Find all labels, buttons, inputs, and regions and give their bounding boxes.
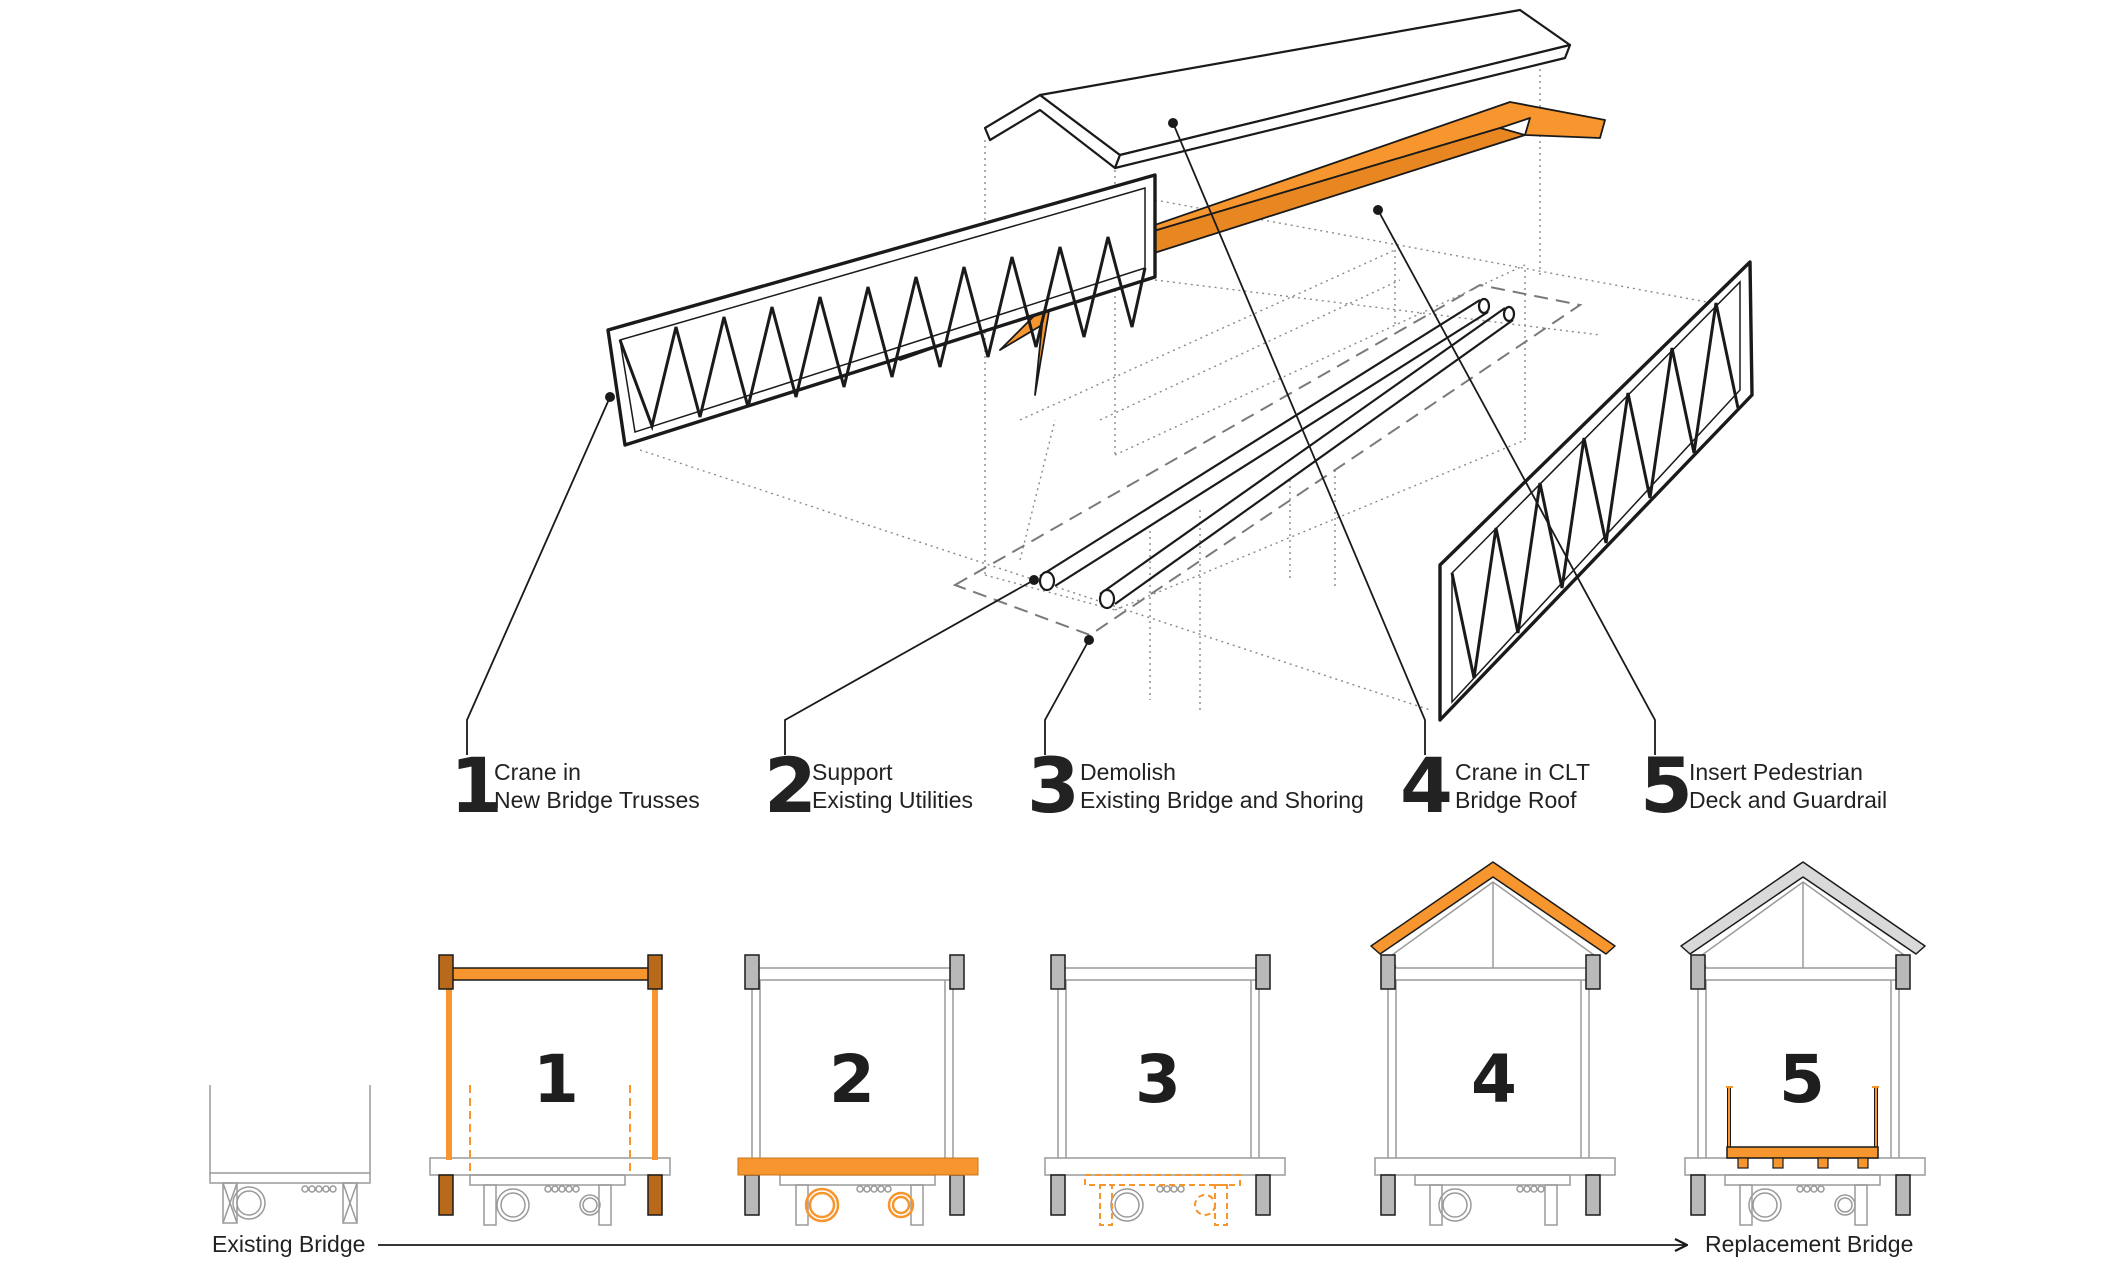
step-label-3: 3 Demolish Existing Bridge and Shoring <box>1027 741 1364 830</box>
panel-4: 4 <box>1370 861 1616 1226</box>
exploded-axonometric <box>466 8 1754 755</box>
step-number: 3 <box>1027 741 1080 830</box>
step-title-line2: Bridge Roof <box>1455 787 1577 813</box>
panel-number: 2 <box>829 1041 875 1118</box>
step-label-5: 5 Insert Pedestrian Deck and Guardrail <box>1640 741 1887 830</box>
step-title-line1: Demolish <box>1080 759 1176 785</box>
step-number: 2 <box>764 741 817 830</box>
step-title-line1: Insert Pedestrian <box>1689 759 1863 785</box>
panel-1: 1 <box>429 954 671 1226</box>
step-title-line1: Support <box>812 759 893 785</box>
sequence-arrow: Existing Bridge Replacement Bridge <box>212 1231 1913 1257</box>
step-number: 5 <box>1640 741 1693 830</box>
panel-3: 3 <box>1044 954 1286 1226</box>
panel-5: 5 <box>1680 861 1926 1226</box>
step-labels: 1 Crane in New Bridge Trusses 2 Support … <box>450 741 1887 830</box>
truss-left <box>606 173 1157 447</box>
step-number: 1 <box>450 741 503 830</box>
existing-utilities <box>1038 297 1516 610</box>
step-title-line2: Deck and Guardrail <box>1689 787 1887 813</box>
step-label-4: 4 Crane in CLT Bridge Roof <box>1400 741 1590 830</box>
step-label-1: 1 Crane in New Bridge Trusses <box>450 741 700 830</box>
existing-bridge-outline <box>952 283 1583 637</box>
truss-right <box>1438 260 1754 722</box>
section-sequence: 1 2 <box>209 861 1926 1257</box>
step-title-line2: New Bridge Trusses <box>494 787 700 813</box>
step-title-line1: Crane in CLT <box>1455 759 1590 785</box>
leader-dots <box>605 118 1383 645</box>
panel-2: 2 <box>737 954 979 1226</box>
existing-bridge-section <box>209 1085 371 1224</box>
step-title-line2: Existing Utilities <box>812 787 973 813</box>
sequence-start-label: Existing Bridge <box>212 1231 365 1257</box>
sequence-end-label: Replacement Bridge <box>1705 1231 1913 1257</box>
panel-number: 3 <box>1135 1041 1181 1118</box>
leader-lines <box>466 122 1656 755</box>
panel-number: 5 <box>1779 1041 1825 1118</box>
step-title-line1: Crane in <box>494 759 581 785</box>
panel-number: 1 <box>533 1041 579 1118</box>
panel-number: 4 <box>1471 1041 1517 1118</box>
step-number: 4 <box>1400 741 1453 830</box>
step-title-line2: Existing Bridge and Shoring <box>1080 787 1364 813</box>
step-label-2: 2 Support Existing Utilities <box>764 741 973 830</box>
